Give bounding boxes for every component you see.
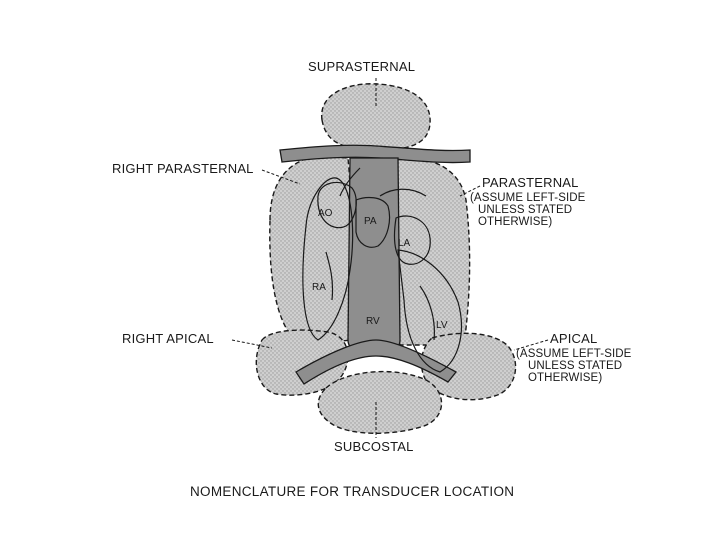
parasternal-note-line-3: OTHERWISE) [478, 216, 553, 228]
window-regions [255, 83, 517, 434]
parasternal-leader [459, 185, 481, 197]
right-parasternal-leader [261, 169, 301, 185]
apical-region [420, 332, 517, 401]
ra-label: RA [312, 282, 326, 293]
ao-label: AO [318, 208, 333, 219]
suprasternal-region [321, 83, 431, 151]
parasternal-note-line-1: (ASSUME LEFT-SIDE [470, 192, 586, 204]
subcostal-region [317, 370, 443, 434]
apical-note-line-3: OTHERWISE) [528, 372, 603, 384]
chamber-outlines [302, 167, 463, 373]
great-vessels [279, 144, 471, 385]
coronary-1 [325, 167, 435, 341]
right-apical-label: RIGHT APICAL [122, 331, 214, 346]
lv-label: LV [436, 320, 448, 331]
apical-label: APICAL [550, 331, 598, 346]
apical-leader [513, 339, 549, 351]
ra-outline [302, 177, 354, 341]
right-parasternal-label: RIGHT PARASTERNAL [112, 161, 254, 176]
lv-outline [397, 249, 463, 373]
suprasternal-label: SUPRASTERNAL [308, 59, 416, 74]
apical-note-line-1: (ASSUME LEFT-SIDE [516, 348, 632, 360]
la-outline [393, 215, 431, 265]
rv-label: RV [366, 316, 380, 327]
parasternal-label: PARASTERNAL [482, 175, 579, 190]
upper-vessel-band [279, 144, 471, 164]
apical-note-line-2: UNLESS STATED [528, 360, 623, 372]
subcostal-label: SUBCOSTAL [334, 439, 414, 454]
right-apical-region [255, 329, 349, 396]
parasternal-note-line-2: UNLESS STATED [478, 204, 573, 216]
figure-caption: NOMENCLATURE FOR TRANSDUCER LOCATION [190, 484, 515, 499]
pa-label: PA [364, 216, 377, 227]
la-label: LA [398, 238, 411, 249]
leader-lines [231, 78, 549, 438]
right-parasternal-region [269, 155, 354, 346]
pa-outline [355, 196, 391, 248]
right-apical-leader [231, 339, 273, 349]
